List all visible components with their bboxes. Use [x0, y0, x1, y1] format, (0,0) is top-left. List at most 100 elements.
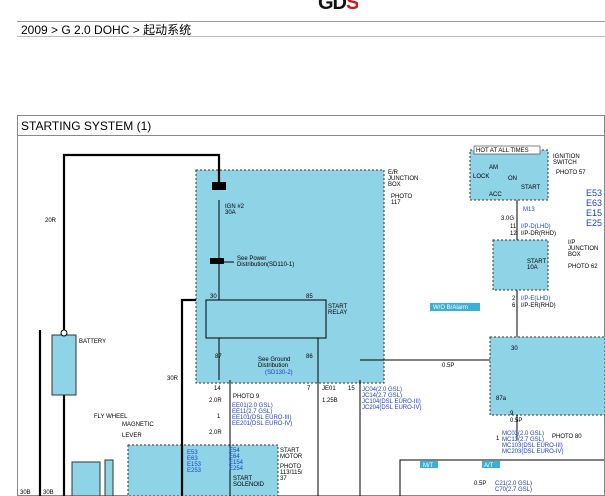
link-right-e15[interactable]: E15 — [586, 208, 602, 218]
label-magnetic: MAGNETIC — [122, 422, 154, 428]
label-acc: ACC — [489, 192, 502, 198]
label-pin85: 85 — [306, 294, 313, 300]
label-hot: HOT AT ALL TIMES — [476, 148, 529, 154]
link-jc04[interactable]: JC04(2.0 GSL) — [362, 387, 402, 393]
at-badge — [482, 461, 500, 468]
link-e253[interactable]: E253 — [187, 468, 202, 474]
label-lock: LOCK — [473, 174, 489, 180]
label-w3og: 3.0G — [501, 216, 514, 222]
breadcrumb[interactable]: 2009 > G 2.0 DOHC > 起动系统 — [17, 21, 605, 37]
link-e54[interactable]: E54 — [229, 448, 240, 454]
fuse-cap — [212, 182, 226, 190]
label-w05p-c: 0.5P — [474, 481, 486, 487]
link-e53[interactable]: E53 — [187, 450, 198, 456]
flywheel-symbol — [104, 459, 114, 496]
label-battery: BATTERY — [79, 339, 106, 345]
magnetic-lever-symbol — [71, 461, 101, 496]
link-right-e25[interactable]: E25 — [586, 218, 602, 228]
link-c21[interactable]: C21(2.0 GSL) — [495, 481, 532, 487]
link-ee201[interactable]: EE201(DSL EURO-IV) — [232, 421, 292, 427]
label-photo62: PHOTO 62 — [568, 264, 598, 270]
link-mc203[interactable]: MC203(DSL EURO-IV) — [502, 449, 563, 455]
battery-symbol — [51, 334, 77, 396]
label-w9: 9 — [510, 411, 514, 417]
link-mc103[interactable]: MC103(DSL EURO-III) — [502, 443, 563, 449]
link-ee01[interactable]: EE01(2.0 GSL) — [232, 403, 273, 409]
label-relay30: 30 — [511, 346, 518, 352]
fuse-link — [210, 258, 224, 264]
alarm-relay-box — [489, 336, 605, 416]
label-w2: 2 — [512, 296, 516, 302]
label-pin87: 87 — [215, 354, 222, 360]
label-ipdr: I/P-DR(RHD) — [521, 231, 556, 237]
label-w1-c: 1 — [496, 436, 500, 442]
brand-logo: GDS — [318, 0, 358, 10]
ip-junction-box — [492, 239, 549, 291]
link-ipe[interactable]: I/P-E(LHD) — [521, 296, 550, 302]
link-jc14[interactable]: JC14(2.7 GSL) — [362, 393, 402, 399]
label-am: AM — [489, 165, 498, 171]
label-w125b: 1.25B — [322, 398, 338, 404]
label-w1: 1 — [217, 414, 221, 420]
link-right-e63[interactable]: E63 — [586, 198, 602, 208]
label-mt: M/T — [423, 463, 434, 469]
label-je01: JE01 — [322, 386, 336, 392]
wo-alarm-badge — [430, 303, 480, 311]
mt-line — [399, 459, 604, 496]
link-right-e53[interactable]: E53 — [586, 188, 602, 198]
label-30r: 30R — [167, 376, 179, 382]
battery-terminal — [60, 329, 68, 337]
link-ee101[interactable]: EE101(DSL EURO-III) — [232, 415, 291, 421]
label-iper: I/P-ER(RHD) — [521, 303, 556, 309]
label-w7: 7 — [307, 386, 311, 392]
link-e254[interactable]: E254 — [229, 466, 244, 472]
label-w05p: 0.5P — [442, 363, 454, 369]
wire-30r — [180, 298, 196, 496]
label-pin30: 30 — [210, 294, 217, 300]
label-wo-alarm: W/O B/Alarm — [433, 305, 468, 311]
label-w20r-c: 2.0R — [209, 430, 222, 436]
start-relay-box — [205, 299, 327, 339]
link-c70[interactable]: C70(2.7 GSL) — [495, 487, 532, 493]
label-w14: 14 — [214, 386, 221, 392]
link-e64[interactable]: E64 — [229, 454, 240, 460]
diagram-title: STARTING SYSTEM (1) — [17, 116, 605, 136]
link-jc204[interactable]: JC204(DSL EURO-IV) — [362, 405, 421, 411]
label-lever: LEVER — [122, 433, 142, 439]
link-ipd[interactable]: I/P-D(LHD) — [521, 224, 551, 230]
start-motor-box — [127, 444, 279, 496]
link-e63[interactable]: E63 — [187, 456, 198, 462]
label-w12: 12 — [510, 231, 517, 237]
label-30b-b: 30B — [43, 490, 54, 496]
link-jc104[interactable]: JC104(DSL EURO-III) — [362, 399, 421, 405]
link-mc03[interactable]: MC03(2.0 GSL) — [502, 431, 544, 437]
label-relay87a: 87a — [496, 396, 507, 402]
link-ee11[interactable]: EE11(2.7 GSL) — [232, 409, 272, 415]
label-w15: 15 — [348, 386, 355, 392]
link-e154[interactable]: E154 — [229, 460, 244, 466]
label-pin86: 86 — [306, 354, 313, 360]
label-photo9: PHOTO 9 — [233, 394, 260, 400]
label-at: A/T — [484, 463, 494, 469]
label-30b-a: 30B — [20, 490, 31, 496]
link-e153[interactable]: E153 — [187, 462, 202, 468]
link-mc13[interactable]: MC13(2.7 GSL) — [502, 437, 544, 443]
label-flywheel: FLY WHEEL — [94, 414, 128, 420]
label-photo57: PHOTO 57 — [556, 170, 586, 176]
link-sd130[interactable]: (SD130-2) — [265, 370, 293, 376]
hot-badge — [473, 145, 541, 155]
wire-20r — [62, 153, 221, 335]
label-w6: 6 — [512, 303, 516, 309]
link-m13[interactable]: M13 — [523, 207, 535, 213]
